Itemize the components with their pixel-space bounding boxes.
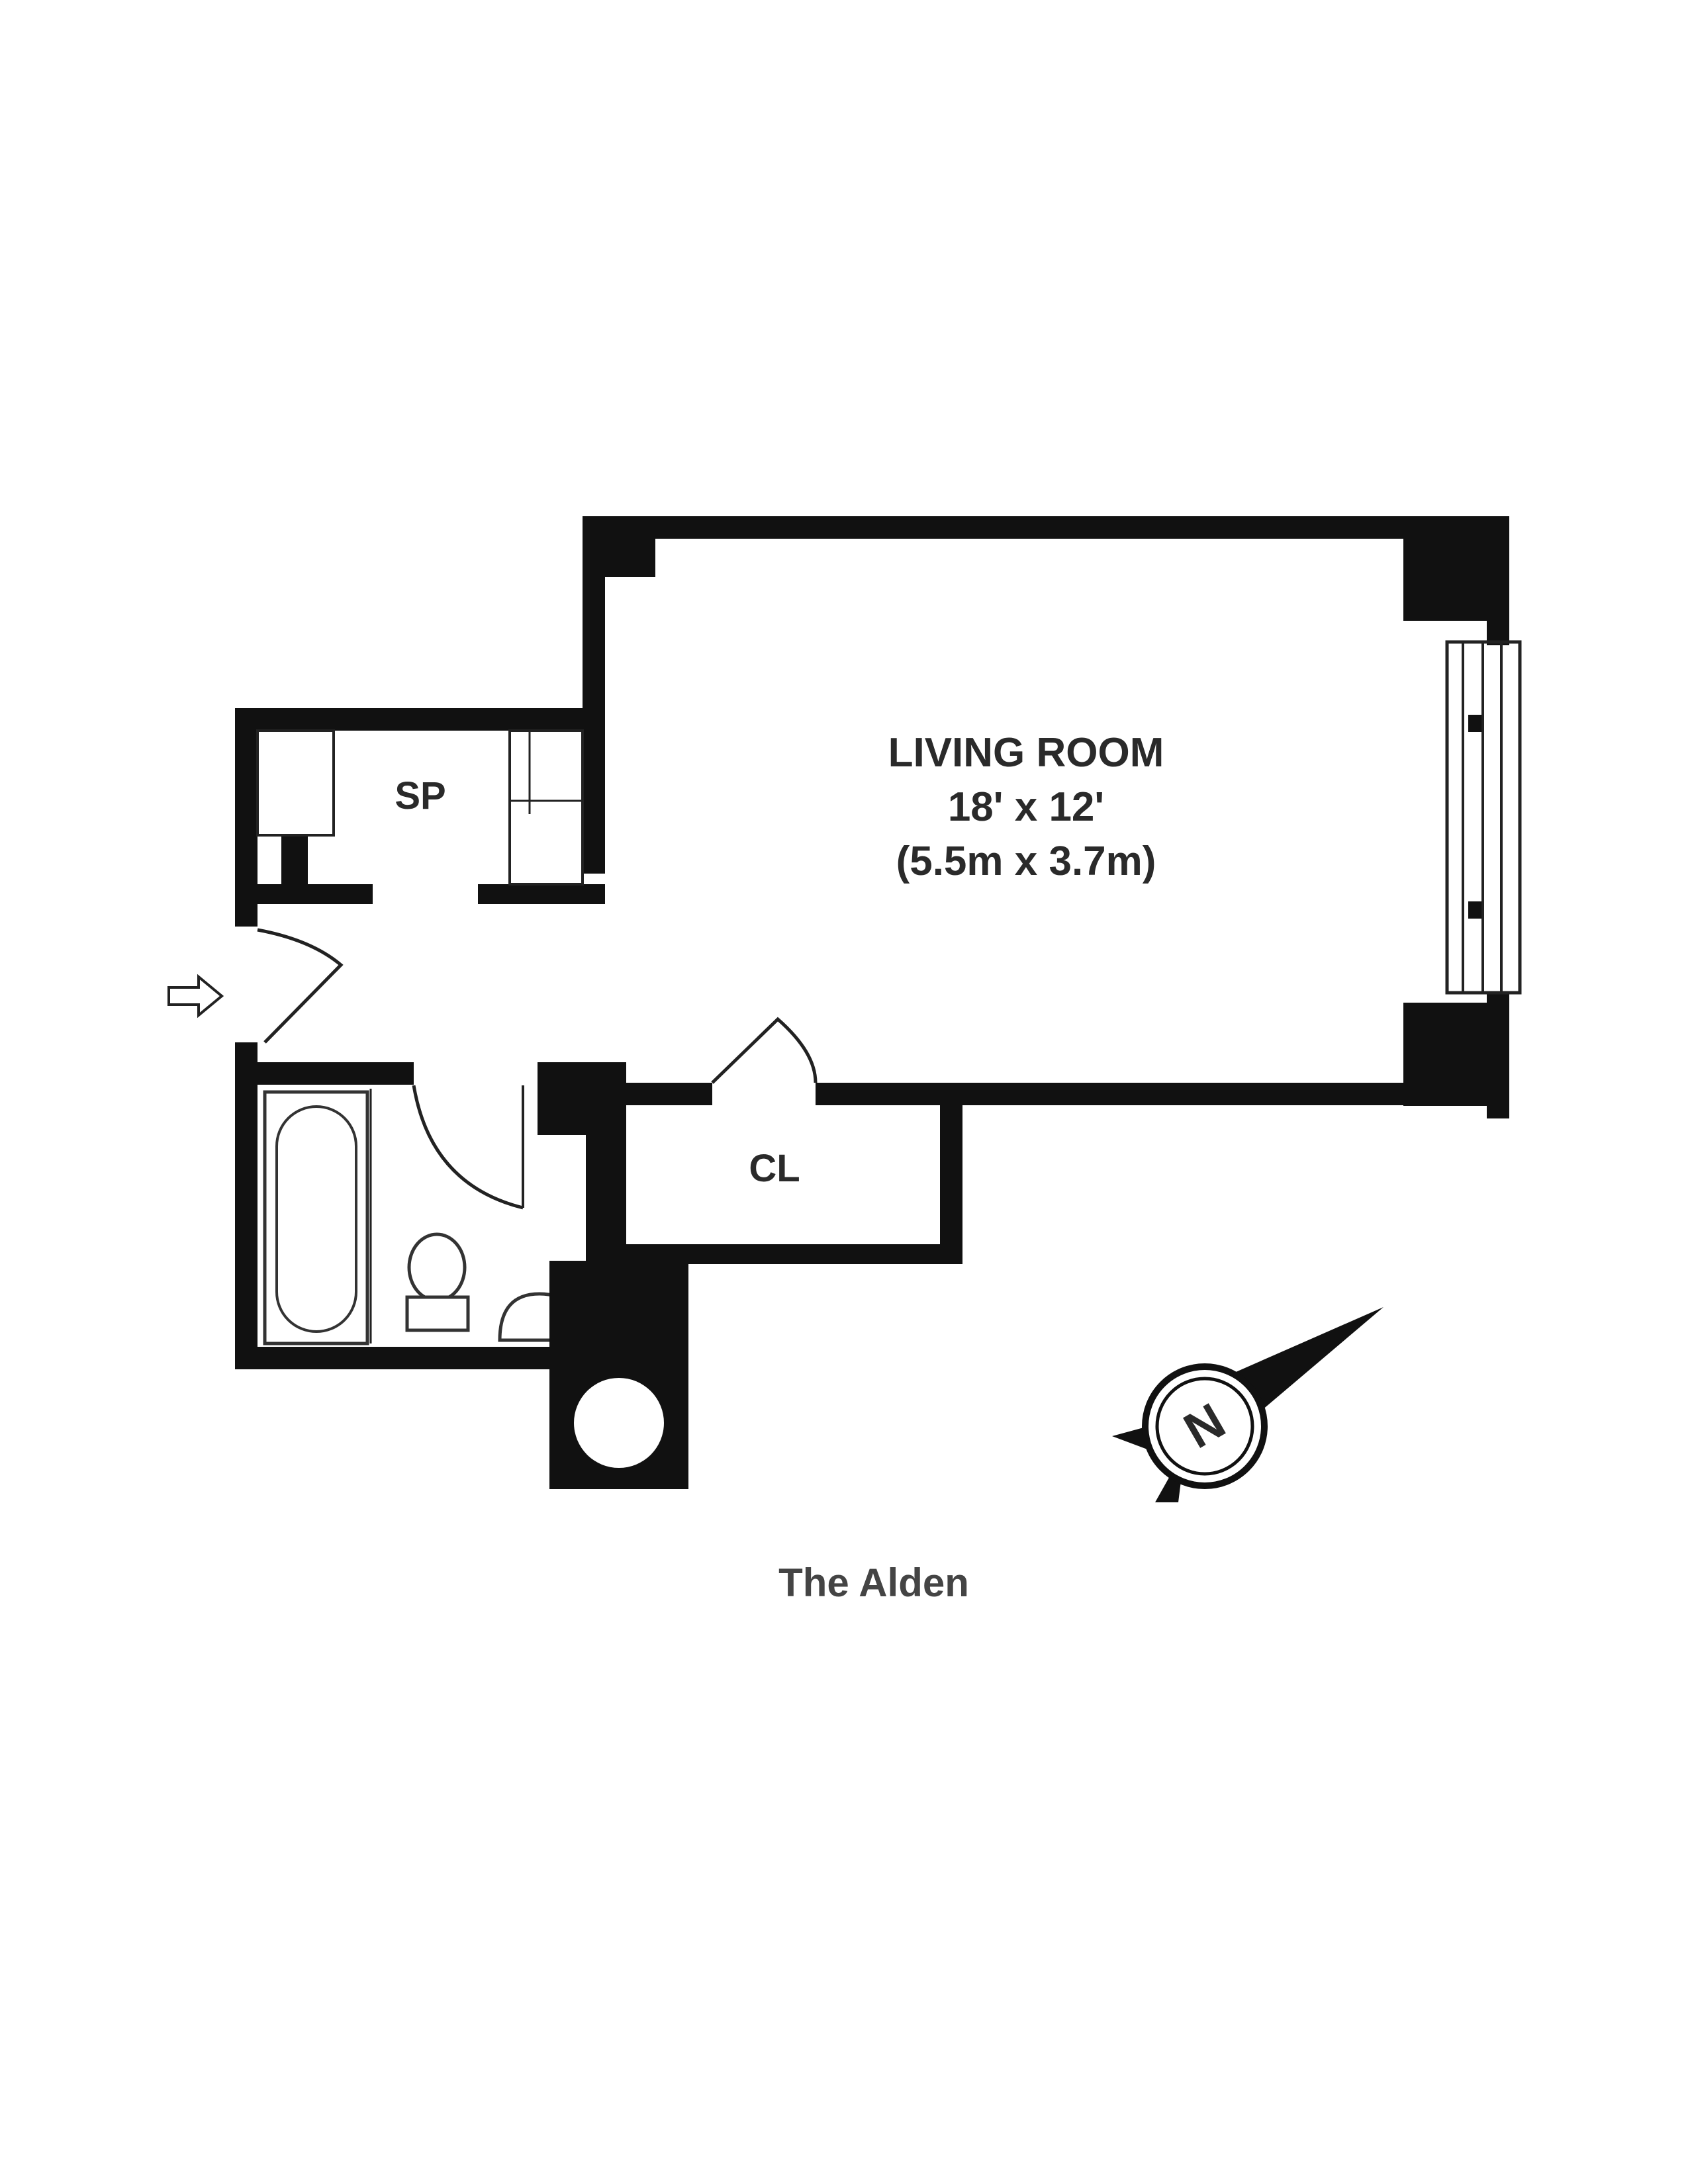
- cl-label: CL: [749, 1147, 800, 1190]
- cl-room: [604, 1017, 962, 1264]
- entry-door: [235, 904, 344, 1062]
- bathroom: [235, 1062, 606, 1369]
- plan-caption: The Alden: [778, 1561, 969, 1605]
- sp-label: SP: [395, 774, 445, 817]
- north-arrow-icon: [1112, 1307, 1383, 1502]
- sp-room: [235, 708, 605, 927]
- living-room-size-ft: 18' x 12': [948, 784, 1104, 830]
- arrow-right-icon: [167, 974, 224, 1019]
- window: [1445, 640, 1522, 995]
- living-room-size-m: (5.5m x 3.7m): [896, 839, 1156, 884]
- shaft: [549, 1261, 688, 1489]
- living-room: [583, 516, 1509, 1118]
- living-room-name: LIVING ROOM: [888, 730, 1164, 776]
